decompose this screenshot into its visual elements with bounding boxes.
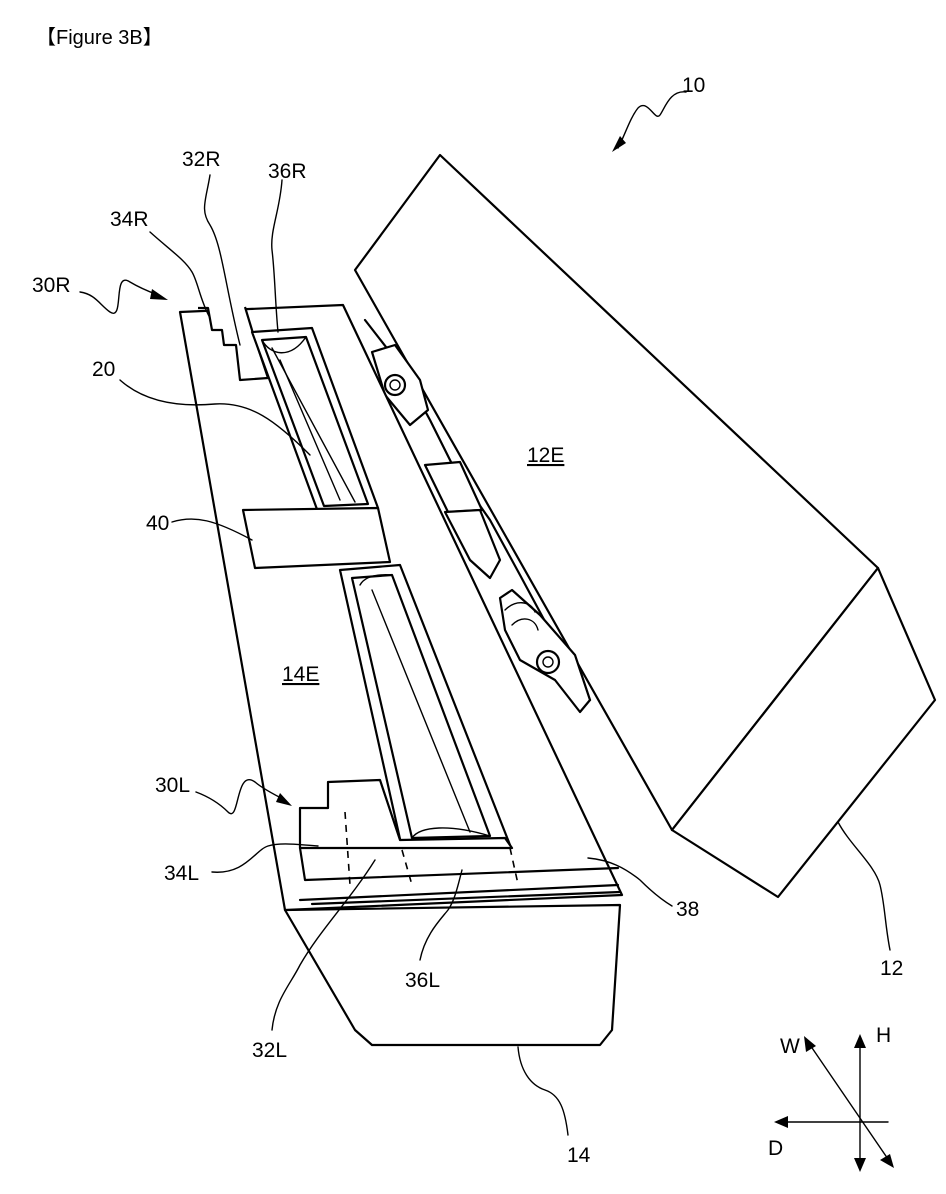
- axis-label-W: W: [780, 1035, 800, 1058]
- label-36R: 36R: [268, 160, 307, 183]
- label-34L: 34L: [164, 862, 199, 885]
- label-12: 12: [880, 957, 903, 980]
- label-20: 20: [92, 358, 115, 381]
- label-30L: 30L: [155, 774, 190, 797]
- label-34R: 34R: [110, 208, 149, 231]
- axis-label-H: H: [876, 1024, 891, 1047]
- label-32R: 32R: [182, 148, 221, 171]
- member-40: [243, 508, 390, 568]
- axis-label-D: D: [768, 1137, 783, 1160]
- figure-title: 【Figure 3B】: [36, 27, 163, 49]
- label-14E: 14E: [282, 663, 319, 686]
- label-14: 14: [567, 1144, 591, 1167]
- label-36L: 36L: [405, 969, 440, 992]
- label-30R: 30R: [32, 274, 71, 297]
- label-40: 40: [146, 512, 169, 535]
- label-32L: 32L: [252, 1039, 287, 1062]
- label-12E: 12E: [527, 444, 564, 467]
- label-10: 10: [682, 74, 705, 97]
- label-38: 38: [676, 898, 699, 921]
